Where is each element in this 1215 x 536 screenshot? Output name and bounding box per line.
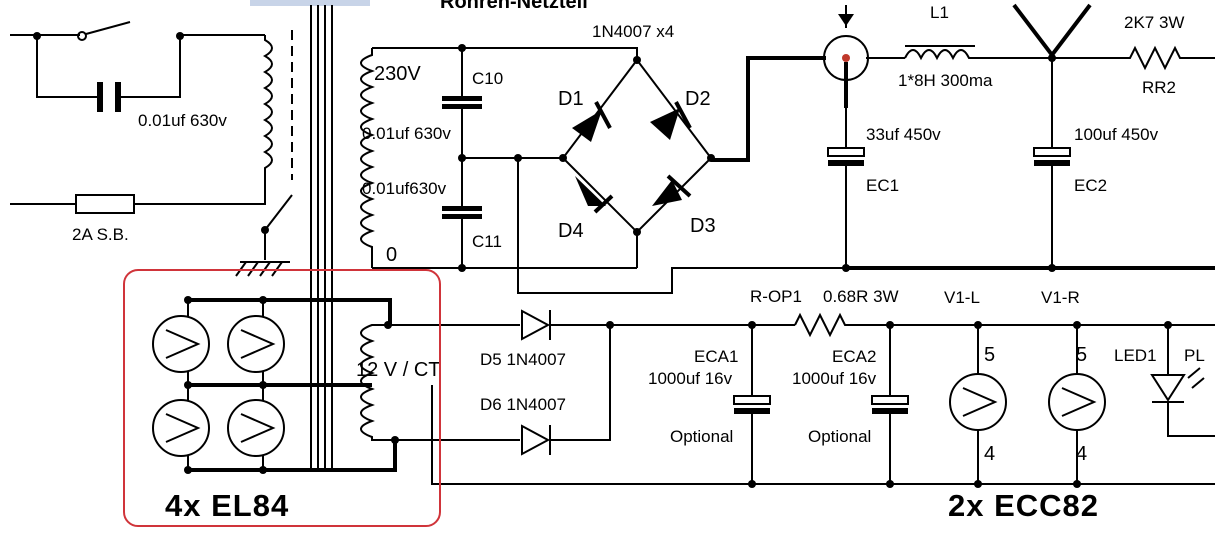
primary-voltage-label: 230V: [374, 63, 421, 85]
d6-label: D6 1N4007: [480, 395, 566, 414]
rop1-value-label: 0.68R 3W: [823, 287, 899, 306]
rop1-label: R-OP1: [750, 287, 802, 306]
v1l-pin5: 5: [984, 344, 995, 366]
ec1-value-label: 33uf 450v: [866, 125, 941, 144]
c11-plate-b: [442, 214, 482, 219]
diode-d4: [575, 176, 614, 214]
bridge-label: 1N4007 x4: [592, 22, 674, 41]
eca1-note: Optional: [670, 427, 733, 446]
pl-label: PL: [1184, 346, 1205, 365]
fuse-label: 2A S.B.: [72, 225, 129, 244]
rr2-value-label: 2K7 3W: [1124, 13, 1184, 32]
eca1-value-label: 1000uf 16v: [648, 369, 733, 388]
c11-label: C11: [472, 232, 502, 251]
v1l-pin4: 4: [984, 443, 995, 465]
c10-plate-b: [442, 104, 482, 109]
ecc82-group-label: 2x ECC82: [948, 488, 1099, 523]
header-text: Röhren-Netzteil: [440, 0, 588, 13]
v1r-label: V1-R: [1041, 288, 1080, 307]
mains-capacitor: [97, 82, 121, 112]
mains-cap-label: 0.01uf 630v: [138, 111, 227, 130]
heater-winding-label: 12 V / CT: [356, 359, 440, 381]
header-fragment: Röhren-Netzteil: [250, 0, 588, 13]
ec2-plate-pos: [1033, 147, 1071, 157]
v1l-tube: [949, 373, 1007, 431]
diode-d1: [572, 101, 612, 142]
v1r-pin5: 5: [1076, 344, 1087, 366]
eca1-label: ECA1: [694, 347, 738, 366]
d5-label: D5 1N4007: [480, 350, 566, 369]
mains-input: 0.01uf 630v 2A S.B.: [10, 21, 293, 277]
d3-label: D3: [690, 215, 716, 237]
c10-label: C10: [472, 69, 503, 88]
l1-label: L1: [930, 3, 949, 22]
diode-d3: [652, 174, 692, 206]
ecc82-heaters: V1-L 5 4 V1-R 5 4 LED1 PL 2x ECC82: [944, 288, 1215, 523]
eca2-plate-neg: [872, 408, 908, 414]
diode-d6: [521, 424, 551, 456]
c10-plate-a: [442, 96, 482, 101]
ec2-value-label: 100uf 450v: [1074, 125, 1159, 144]
el84-group-label: 4x EL84: [165, 488, 289, 523]
bridge-rectifier: 1N4007 x4 D1 D2 D3 D4: [558, 22, 716, 268]
v1r-pin4: 4: [1076, 443, 1087, 465]
el84-tube-2: [227, 315, 285, 373]
el84-tube-4: [227, 399, 285, 457]
eca1-plate-neg: [734, 408, 770, 414]
heater-dc: D5 1N4007 D6 1N4007 ECA1 1000uf 16v Opti…: [480, 287, 1215, 488]
ec2-plate-neg: [1034, 160, 1070, 166]
el84-heaters: 12 V / CT 4x EL84: [123, 269, 1215, 527]
eca2-plate-pos: [871, 395, 909, 405]
rr2-label: RR2: [1142, 78, 1176, 97]
transformer-core: [310, 5, 333, 470]
v1l-label: V1-L: [944, 288, 980, 307]
d1-label: D1: [558, 88, 584, 110]
led1-symbol: [1150, 367, 1205, 403]
hv-secondary: 230V 0.01uf 630v 0.01uf630v 0 C10 C11: [360, 44, 1215, 294]
eca1-plate-pos: [733, 395, 771, 405]
d4-label: D4: [558, 220, 584, 242]
led1-label: LED1: [1114, 346, 1157, 365]
zero-label: 0: [386, 244, 397, 266]
eca2-note: Optional: [808, 427, 871, 446]
c11-plate-a: [442, 206, 482, 211]
ec1-plate-pos: [827, 147, 865, 157]
v1r-tube: [1048, 373, 1106, 431]
el84-tube-3: [152, 399, 210, 457]
winding-cap-label-2: 0.01uf630v: [362, 179, 447, 198]
diode-d2: [650, 101, 692, 140]
ec1-plate-neg: [828, 160, 864, 166]
winding-cap-label-1: 0.01uf 630v: [362, 124, 451, 143]
ec2-label: EC2: [1074, 176, 1107, 195]
d2-label: D2: [685, 88, 711, 110]
ec1-label: EC1: [866, 176, 899, 195]
eca2-value-label: 1000uf 16v: [792, 369, 877, 388]
fuse: [75, 194, 135, 214]
el84-tube-1: [152, 315, 210, 373]
hv-filter: L1 1*8H 300ma 2K7 3W RR2 33uf 450v EC1 1…: [711, 3, 1215, 272]
diode-d5: [521, 309, 551, 341]
choke-label: 1*8H 300ma: [898, 71, 993, 90]
eca2-label: ECA2: [832, 347, 876, 366]
el84-highlight-box: [123, 269, 441, 527]
